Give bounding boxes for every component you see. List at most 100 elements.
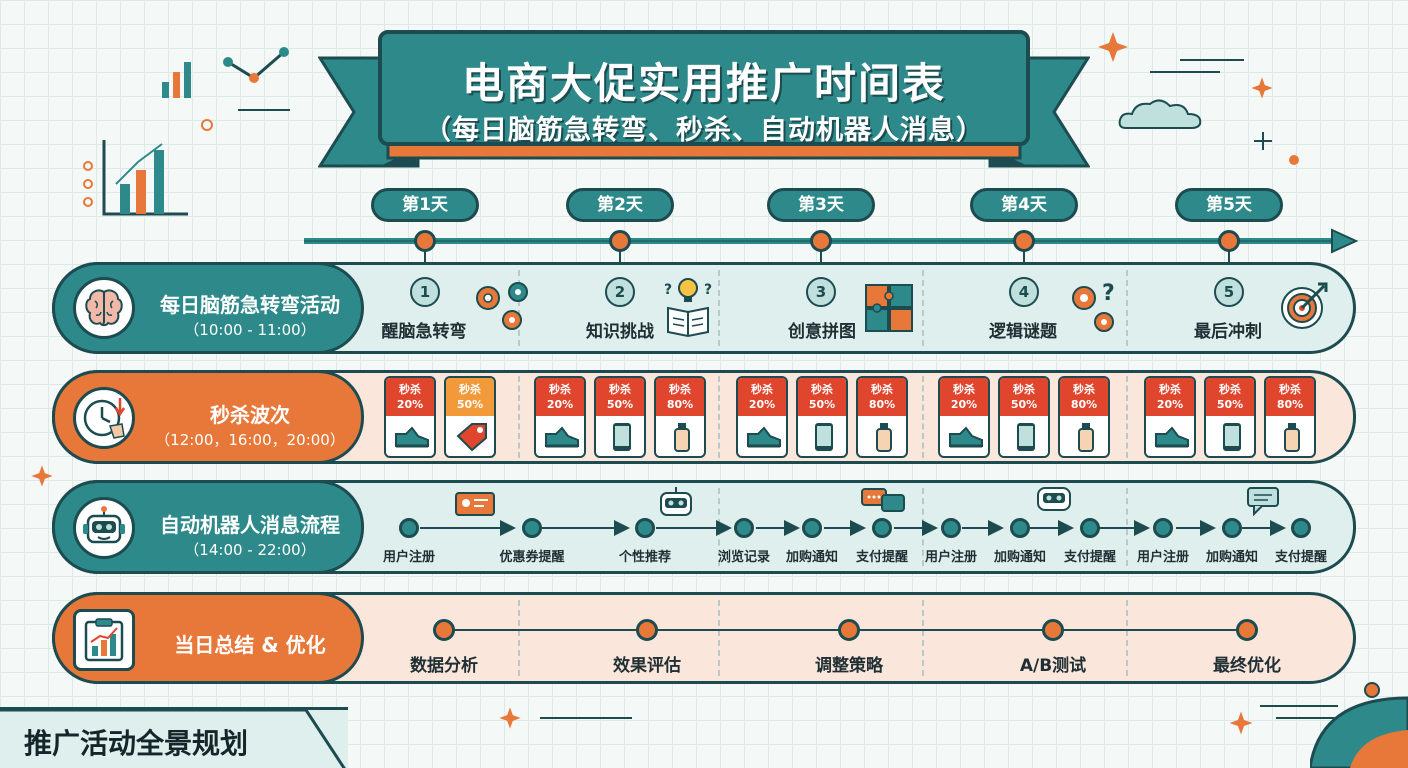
flow-node [399,518,419,538]
puzzle-row-time: （10:00 - 11:00） [184,321,316,339]
day-5-label: 第5天 [1175,188,1283,222]
summary-step-label: A/B测试 [1019,656,1087,676]
day-divider [718,270,720,346]
flash-sale-label: 秒杀 [399,383,421,396]
day-2-label: 第2天 [566,188,674,222]
puzzle-icon [865,284,913,332]
day-divider [1126,376,1128,458]
day-divider [518,376,520,458]
line-graph-icon [223,47,289,83]
brain-icon [73,277,135,339]
deco-lines [238,109,290,111]
plus-deco [1254,132,1272,150]
puzzle-name: 知识挑战 [586,322,654,342]
summary-node [1042,619,1064,641]
flow-step-label: 用户注册 [924,550,977,565]
day-divider [922,600,924,676]
flow-node [635,518,655,538]
flow-node [522,518,542,538]
bar-chart-icon [162,62,191,98]
timeline-dot [414,230,436,252]
flash-sale-label: 秒杀 [669,383,691,396]
book-bulb-icon: ? ? [664,278,712,338]
flow-step-label: 支付提醒 [1063,550,1116,565]
flow-node [1291,518,1311,538]
footer-label: 推广活动全景规划 [24,727,249,760]
flow-step-label: 优惠券提醒 [499,550,565,565]
summary-node [838,619,860,641]
flash-sale-percent: 80% [1070,398,1098,411]
flash-sale-percent: 80% [1276,398,1304,411]
bot-row-time: （14:00 - 22:00） [184,541,316,559]
timeline-dot [609,230,631,252]
sparkle-icon [1229,711,1253,735]
flash-sale-card: 秒杀 80% [1264,376,1316,458]
flash-sale-label: 秒杀 [459,383,481,396]
bot-row-title: 自动机器人消息流程 [160,513,340,537]
summary-node [1236,619,1258,641]
day-divider [922,270,924,346]
puzzle-name: 创意拼图 [788,322,856,342]
flash-sale-label: 秒杀 [1279,383,1301,396]
summary-node [433,619,455,641]
clipboard-chart-icon [73,609,135,671]
day-divider [1126,600,1128,676]
flow-node [1010,518,1030,538]
flash-sale-percent: 80% [666,398,694,411]
timeline-dot [1013,230,1035,252]
flash-sale-percent: 50% [808,398,836,411]
corner-shape [1310,696,1408,768]
flow-step-label: 用户注册 [382,550,435,565]
flash-row-title: 秒杀波次 [210,403,290,427]
flash-sale-label: 秒杀 [953,383,975,396]
svg-text:?: ? [1102,281,1115,306]
flash-sale-badge: 秒杀 80% [656,378,704,416]
step-number: 3 [806,277,836,307]
puzzle-name: 最后冲刺 [1194,322,1262,342]
puzzle-name: 醒脑急转弯 [381,322,467,342]
flash-sale-badge: 秒杀 80% [1266,378,1314,416]
flash-sale-percent: 50% [1216,398,1244,411]
puzzle-row-label: 每日脑筋急转弯活动 （10:00 - 11:00） [52,262,364,354]
flow-node [734,518,754,538]
flash-sale-card: 秒杀 50% [444,376,496,458]
flash-row-label: 秒杀波次 （12:00，16:00，20:00） [52,370,364,464]
step-number: 1 [410,277,440,307]
flow-step-label: 加购通知 [785,550,838,565]
dot-deco [1289,155,1299,165]
flow-step-label: 浏览记录 [717,550,770,565]
flash-sale-percent: 50% [456,398,484,411]
day-divider [718,376,720,458]
flash-sale-label: 秒杀 [609,383,631,396]
flow-step-label: 用户注册 [1136,550,1189,565]
summary-node [636,619,658,641]
flow-node [1080,518,1100,538]
flow-step-label: 个性推荐 [618,550,671,565]
sparkle-icon [1098,32,1128,62]
gears-icon [476,282,528,330]
day-3-label: 第3天 [767,188,875,222]
timeline-dot [810,230,832,252]
summary-step-label: 效果评估 [613,656,681,676]
deco-lines [1150,59,1244,73]
bot-row-label: 自动机器人消息流程 （14:00 - 22:00） [52,480,364,574]
flash-sale-label: 秒杀 [1073,383,1095,396]
dot-deco [1364,682,1380,698]
flash-sale-label: 秒杀 [1013,383,1035,396]
flash-row-time: （12:00，16:00，20:00） [155,431,345,449]
flash-sale-card: 秒杀 80% [654,376,706,458]
flash-sale-percent: 20% [1156,398,1184,411]
flash-sale-percent: 50% [1010,398,1038,411]
robot-icon [73,497,135,559]
